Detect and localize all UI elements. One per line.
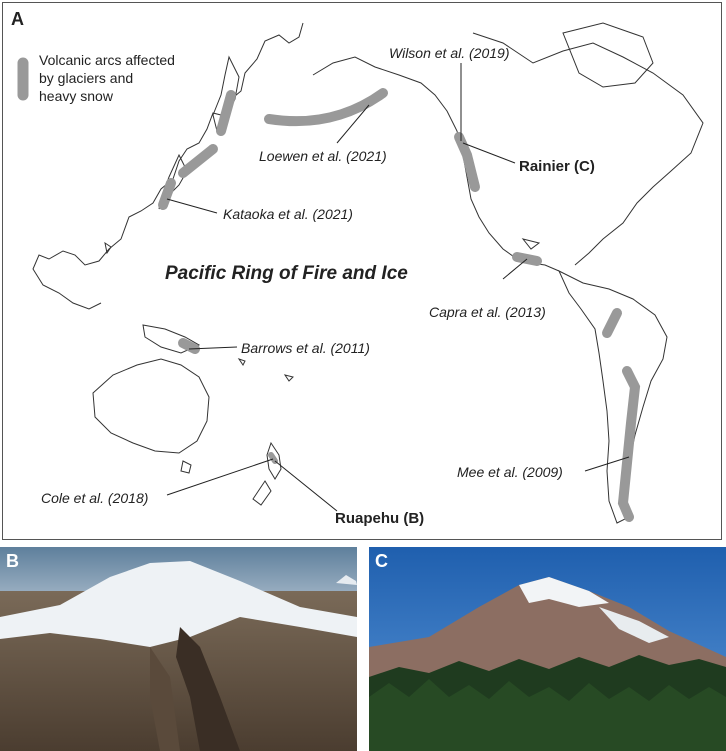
citation-barrows: Barrows et al. (2011) [241, 340, 370, 356]
citation-mee: Mee et al. (2009) [457, 464, 563, 480]
leader-rainier [462, 142, 516, 164]
arc-new-zealand [268, 452, 278, 464]
greenland [562, 22, 654, 88]
arc-japan [158, 178, 176, 210]
island-2 [283, 374, 294, 382]
north-america-east-coast [472, 32, 704, 266]
leader-mee [584, 456, 630, 472]
australia [92, 358, 210, 454]
ring-of-fire-map: A Volcanic arcs affected by glaciers and… [11, 9, 704, 527]
arc-new-guinea [178, 338, 200, 354]
new-zealand-south [252, 480, 272, 506]
citations: Wilson et al. (2019) Loewen et al. (2021… [41, 45, 563, 506]
arc-cascades [454, 132, 480, 192]
arc-southern-andes [617, 366, 641, 522]
asia-coast [32, 22, 304, 310]
tasmania [180, 460, 192, 474]
label-ruapehu: Ruapehu (B) [335, 510, 424, 527]
panel-label-c: C [375, 551, 388, 571]
photo-ruapehu: B [0, 547, 357, 751]
citation-capra: Capra et al. (2013) [429, 304, 546, 320]
legend-line-1: Volcanic arcs affected [39, 52, 175, 68]
leader-cole [166, 458, 274, 496]
map-panel: A Volcanic arcs affected by glaciers and… [2, 2, 722, 540]
label-rainier: Rainier (C) [519, 158, 595, 175]
island-1 [237, 358, 246, 366]
map-title: Pacific Ring of Fire and Ice [165, 263, 408, 284]
citation-wilson: Wilson et al. (2019) [389, 45, 509, 61]
arc-mexico [512, 252, 542, 266]
citation-cole: Cole et al. (2018) [41, 490, 148, 506]
leader-ruapehu [274, 460, 338, 512]
panel-label-a: A [11, 9, 24, 29]
panel-label-b: B [6, 551, 19, 571]
ruapehu-image [0, 547, 357, 751]
island-3 [104, 241, 112, 255]
volcanic-arcs [158, 88, 641, 522]
rainier-image [369, 547, 726, 751]
leader-capra [502, 258, 528, 280]
new-zealand-north [266, 441, 282, 480]
leader-loewen [336, 104, 370, 144]
legend-line-2: by glaciers and [39, 70, 133, 86]
arc-northern-andes [602, 308, 622, 338]
citation-kataoka: Kataoka et al. (2021) [223, 206, 353, 222]
south-america [557, 269, 668, 524]
leader-lines [166, 63, 630, 512]
leader-kataoka [166, 198, 218, 214]
arc-kuril [178, 144, 218, 178]
island-4 [521, 238, 541, 250]
legend-line-3: heavy snow [39, 88, 114, 104]
arc-aleutian [264, 88, 388, 127]
citation-loewen: Loewen et al. (2021) [259, 148, 387, 164]
arc-kamchatka [216, 90, 236, 136]
photo-rainier: C [369, 547, 726, 751]
leader-barrows [188, 346, 238, 350]
